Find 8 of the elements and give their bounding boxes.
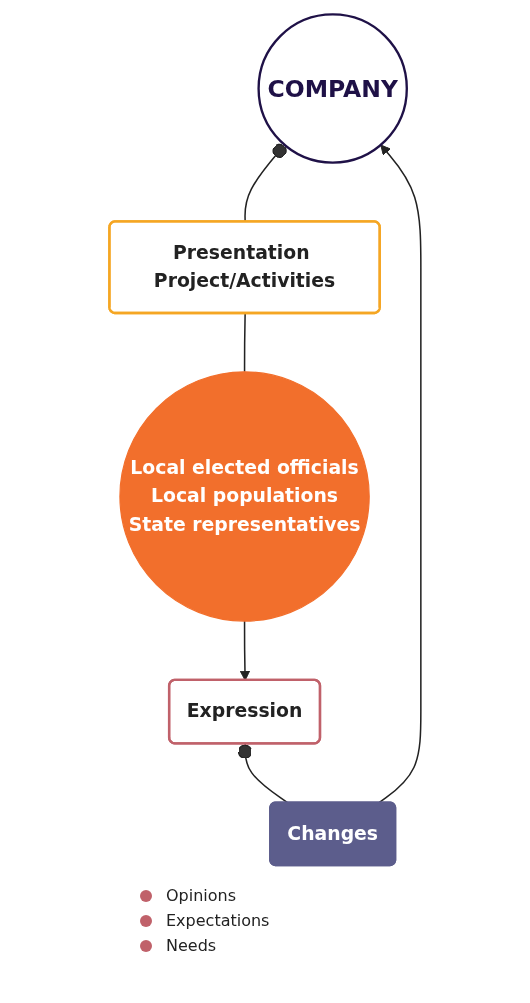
list-item: Expectations — [166, 911, 270, 930]
connector — [237, 743, 289, 804]
node-circle — [257, 13, 408, 164]
flowchart: COMPANY Presentation Project/Activities Local elected officials Local populations State representatives Expression Changes — [99, 5, 431, 875]
list-item: Opinions — [166, 886, 237, 905]
list-item: Needs — [166, 936, 217, 955]
node-circle — [119, 371, 370, 622]
arrow — [378, 144, 422, 804]
